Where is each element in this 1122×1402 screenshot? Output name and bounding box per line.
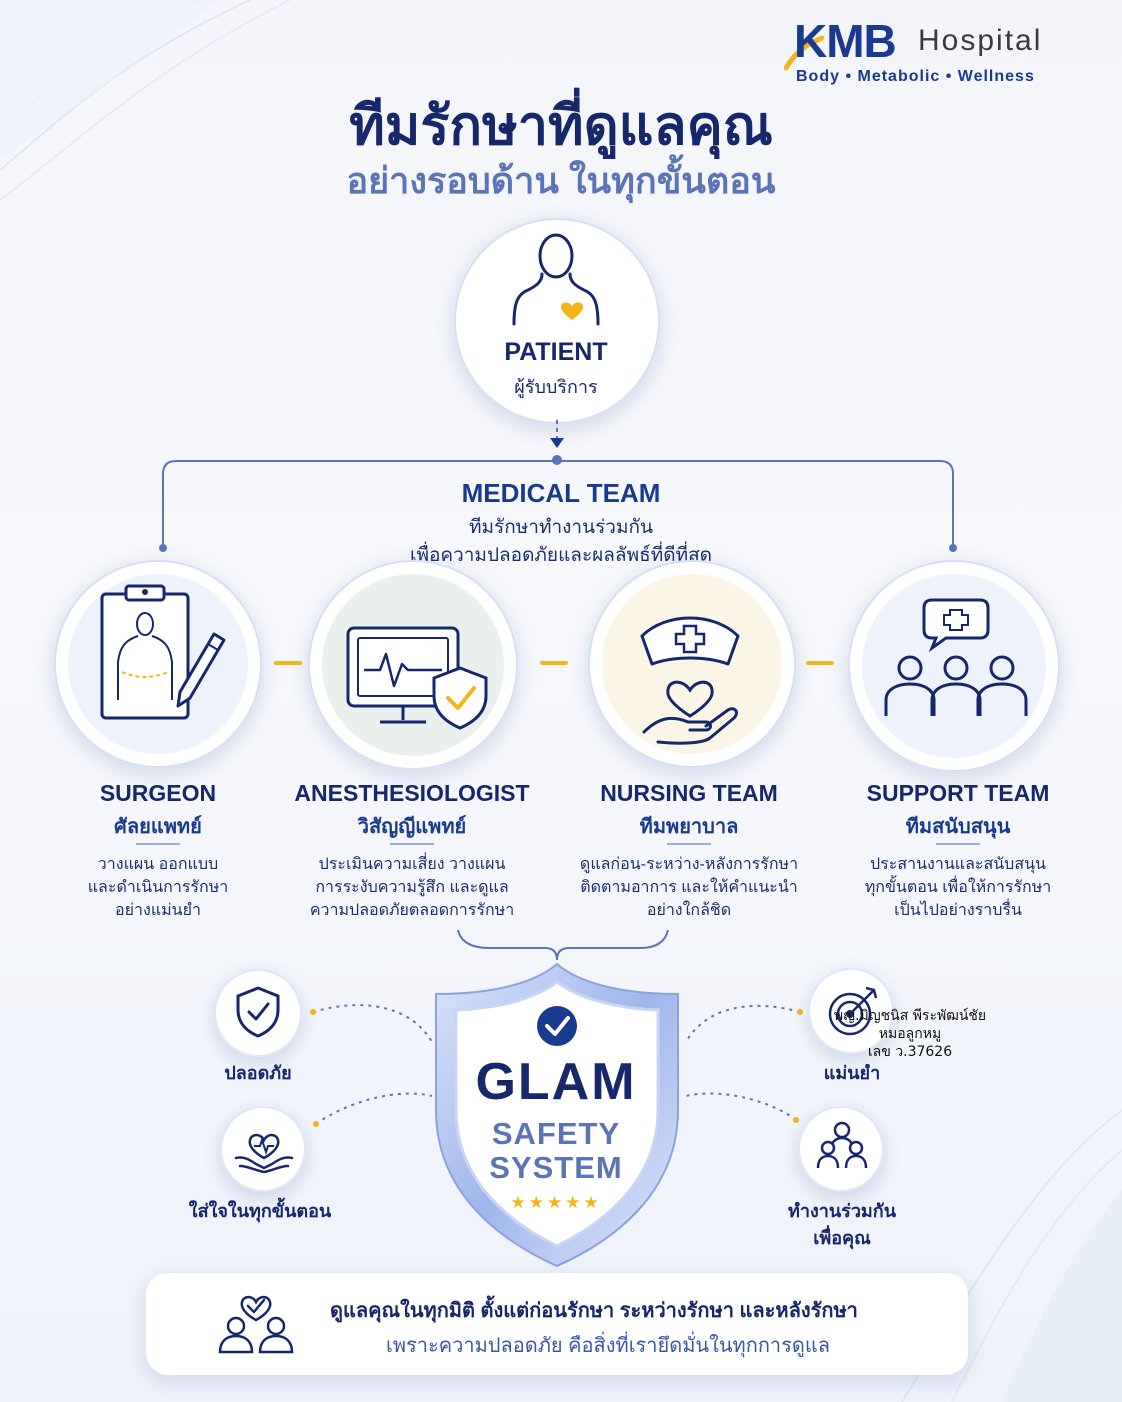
divider xyxy=(936,843,980,845)
divider xyxy=(667,843,711,845)
shield-check-icon xyxy=(236,986,280,1038)
logo-hospital-text: Hospital xyxy=(918,24,1043,57)
feature-teamwork-line2: เพื่อคุณ xyxy=(813,1228,871,1248)
watermark-line3: เลข ว.37626 xyxy=(867,1044,953,1060)
monitor-shield-icon xyxy=(346,626,488,730)
role-title-surgeon: SURGEON xyxy=(99,780,217,806)
shield-safety-text: SAFETY xyxy=(491,1116,621,1151)
heart-hands-icon xyxy=(234,1133,294,1174)
divider xyxy=(136,843,180,845)
feature-safe-label: ปลอดภัย xyxy=(224,1063,292,1083)
watermark-line1: พญ.มิญชนิส พีระพัฒน์ชัย xyxy=(833,1008,987,1024)
patient-sublabel: ผู้รับบริการ xyxy=(514,377,598,397)
role-desc-line: ประสานงานและสนับสนุน xyxy=(870,856,1046,873)
person-heart-icon xyxy=(512,233,600,326)
shield-connector-lines xyxy=(310,929,803,1127)
role-desc-line: วางแผน ออกแบบ xyxy=(97,856,219,873)
role-desc-line: ความปลอดภัยตลอดการรักษา xyxy=(309,902,515,919)
medical-team-title: MEDICAL TEAM xyxy=(461,478,661,508)
banner-headline: ดูแลคุณในทุกมิติ ตั้งแต่ก่อนรักษา ระหว่า… xyxy=(330,1300,858,1322)
role-desc-line: อย่างแม่นยำ xyxy=(115,902,201,919)
medical-team-desc-line1: ทีมรักษาทำงานร่วมกัน xyxy=(469,517,653,538)
role-title-support-team: SUPPORT TEAM xyxy=(866,780,1050,806)
safe-feature-circle xyxy=(214,969,302,1057)
role-desc-line: ทุกขั้นตอน เพื่อให้การรักษา xyxy=(864,879,1052,896)
team-people-icon xyxy=(816,1121,868,1169)
role-desc-line: อย่างใกล้ชิด xyxy=(646,902,732,919)
role-sub-surgeon: ศัลยแพทย์ xyxy=(114,816,202,838)
shield-system-text: SYSTEM xyxy=(489,1150,623,1185)
role-desc-line: ประเมินความเสี่ยง วางแผน xyxy=(318,856,506,873)
role-desc-line: การระงับความรู้สึก และดูแล xyxy=(315,879,509,896)
role-desc-line: ติดตามอาการ และให้คำแนะนำ xyxy=(580,879,798,896)
medical-team-desc-line2: เพื่อความปลอดภัยและผลลัพธ์ที่ดีที่สุด xyxy=(409,545,713,566)
kmb-hospital-logo: KMB Hospital Body • Metabolic • Wellness xyxy=(784,14,1094,94)
clipboard-pen-icon xyxy=(100,584,226,720)
role-title-nursing-team: NURSING TEAM xyxy=(600,780,778,806)
team-connector-lines xyxy=(159,420,957,552)
role-sub-nursing-team: ทีมพยาบาล xyxy=(639,816,739,838)
patient-label: PATIENT xyxy=(504,338,608,366)
feature-teamwork-label: ทำงานร่วมกัน เพื่อคุณ xyxy=(742,1198,942,1252)
watermark-line2: หมอลูกหมู xyxy=(878,1026,942,1042)
connector-2 xyxy=(540,661,568,665)
role-desc-anesthesiologist: ประเมินความเสี่ยง วางแผน การระงับความรู้… xyxy=(282,853,542,922)
feature-precise-label: แม่นยำ xyxy=(823,1063,881,1083)
medical-team-description: ทีมรักษาทำงานร่วมกัน เพื่อความปลอดภัยและ… xyxy=(0,514,1122,570)
logo-swoosh-icon xyxy=(784,35,824,71)
role-desc-surgeon: วางแผน ออกแบบ และดำเนินการรักษา อย่างแม่… xyxy=(28,853,288,922)
role-desc-line: ดูแลก่อน-ระหว่าง-หลังการรักษา xyxy=(579,856,799,873)
logo-kmb-text: KMB xyxy=(794,15,897,67)
page-subtitle: อย่างรอบด้าน ในทุกขั้นตอน xyxy=(346,160,776,201)
patient-circle xyxy=(454,218,660,424)
glam-shield-emblem xyxy=(435,962,679,1268)
teamwork-feature-circle xyxy=(798,1106,884,1192)
group-chat-plus-icon xyxy=(884,598,1028,716)
divider xyxy=(390,843,434,845)
nurse-cap-heart-hand-icon xyxy=(640,616,740,745)
care-feature-circle xyxy=(220,1106,306,1192)
people-heart-icon xyxy=(218,1295,294,1354)
connector-3 xyxy=(806,661,834,665)
shield-glam-text: GLAM xyxy=(475,1053,637,1111)
feature-teamwork-line1: ทำงานร่วมกัน xyxy=(787,1201,897,1221)
support-team-circle xyxy=(848,560,1060,772)
rating-stars: ★★★★★ xyxy=(510,1193,602,1213)
banner-subline: เพราะความปลอดภัย คือสิ่งที่เรายึดมั่นในท… xyxy=(386,1335,831,1357)
feature-care-label: ใส่ใจในทุกขั้นตอน xyxy=(188,1201,332,1221)
logo-tagline: Body • Metabolic • Wellness xyxy=(796,68,1035,85)
role-sub-anesthesiologist: วิสัญญีแพทย์ xyxy=(357,816,467,838)
connector-1 xyxy=(274,661,302,665)
doctor-watermark: พญ.มิญชนิส พีระพัฒน์ชัย หมอลูกหมู เลข ว.… xyxy=(790,1007,1030,1061)
nursing-team-circle xyxy=(588,560,796,768)
page-title: ทีมรักษาที่ดูแลคุณ xyxy=(349,96,773,156)
role-desc-line: และดำเนินการรักษา xyxy=(87,879,229,896)
role-sub-support-team: ทีมสนับสนุน xyxy=(905,816,1011,838)
role-title-anesthesiologist: ANESTHESIOLOGIST xyxy=(294,780,530,806)
role-desc-support-team: ประสานงานและสนับสนุน ทุกขั้นตอน เพื่อให้… xyxy=(828,853,1088,922)
target-arrow-icon xyxy=(828,986,878,1036)
role-desc-nursing-team: ดูแลก่อน-ระหว่าง-หลังการรักษา ติดตามอากา… xyxy=(559,853,819,922)
role-desc-line: เป็นไปอย่างราบรื่น xyxy=(894,902,1022,919)
